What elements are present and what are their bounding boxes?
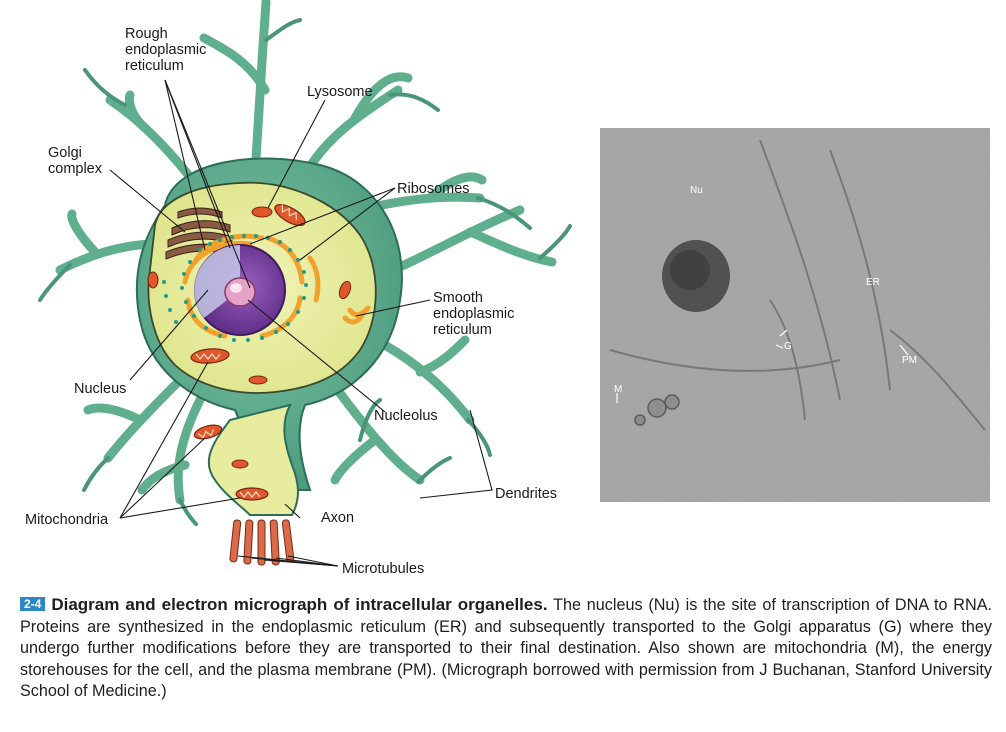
- label-rough-er-3: reticulum: [125, 58, 184, 74]
- label-golgi-2: complex: [48, 161, 103, 177]
- em-label-m: M: [614, 384, 622, 395]
- em-label-g: G: [784, 341, 792, 352]
- label-axon: Axon: [321, 510, 354, 526]
- organelle-figure: Rough endoplasmic reticulum Golgi comple…: [25, 0, 990, 577]
- label-mitochondria: Mitochondria: [25, 512, 109, 528]
- caption-title: Diagram and electron micrograph of intra…: [51, 595, 548, 614]
- em-label-nu: Nu: [690, 185, 703, 196]
- label-dendrites: Dendrites: [495, 486, 557, 502]
- label-rough-er-1: Rough: [125, 26, 168, 42]
- ribosomes: [162, 234, 308, 342]
- caption-text: The nucleus (Nu) is the site of transcri…: [20, 596, 992, 700]
- figure-number: 2-4: [20, 597, 46, 611]
- lysosomes: [147, 206, 352, 469]
- leader-lines: [109, 79, 493, 567]
- label-lysosome: Lysosome: [307, 84, 373, 100]
- label-golgi-1: Golgi: [48, 145, 82, 161]
- em-label-pm: PM: [902, 355, 917, 366]
- label-nucleolus: Nucleolus: [374, 408, 438, 424]
- axon: [207, 403, 299, 516]
- microtubules: [229, 519, 295, 566]
- label-smooth-er-2: endoplasmic: [433, 306, 514, 322]
- label-microtubules: Microtubules: [342, 561, 424, 577]
- em-label-er: ER: [866, 277, 880, 288]
- neuron-diagram: Rough endoplasmic reticulum Golgi comple…: [25, 0, 572, 577]
- mitochondria: [190, 203, 306, 501]
- label-ribosomes: Ribosomes: [397, 181, 470, 197]
- label-smooth-er-3: reticulum: [433, 322, 492, 338]
- electron-micrograph: Nu ER G PM M: [600, 128, 990, 502]
- rough-er: [182, 233, 371, 339]
- figure-caption: 2-4 Diagram and electron micrograph of in…: [20, 594, 992, 703]
- label-smooth-er-1: Smooth: [433, 290, 483, 306]
- label-nucleus: Nucleus: [74, 381, 126, 397]
- label-rough-er-2: endoplasmic: [125, 42, 206, 58]
